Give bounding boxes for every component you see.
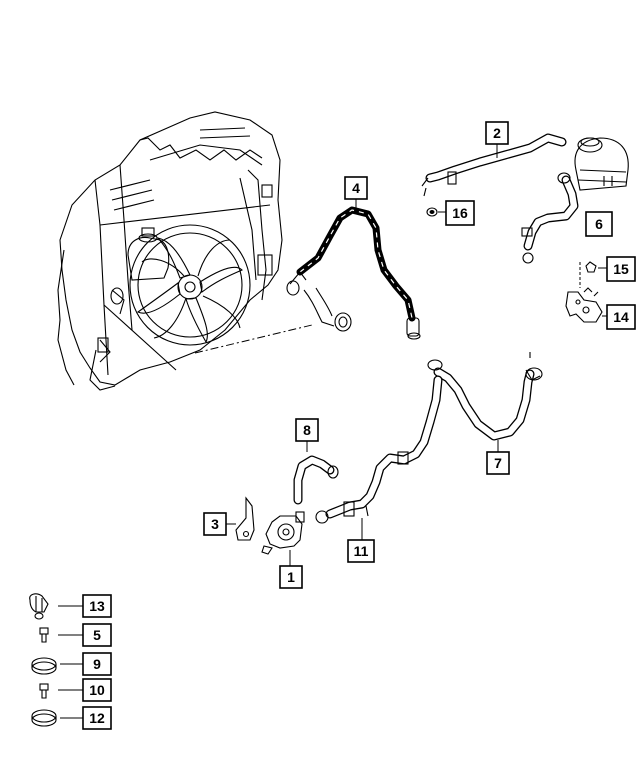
callout-1-label: 1	[287, 569, 295, 585]
callout-13[interactable]: 13	[82, 594, 112, 618]
callout-7-label: 7	[494, 455, 502, 471]
hose-8	[293, 455, 339, 505]
callout-9[interactable]: 9	[82, 652, 112, 676]
hose-2	[421, 133, 567, 197]
part-12-hose-clamp	[31, 709, 57, 727]
callout-1[interactable]: 1	[279, 565, 303, 589]
hose-6	[521, 172, 579, 264]
coolant-expansion-tank	[574, 137, 629, 191]
part-13-clamp	[29, 593, 49, 620]
part-9-hose-clamp	[31, 657, 57, 675]
part-10-bolt	[39, 683, 49, 699]
callout-3-label: 3	[211, 516, 219, 532]
callout-4-label: 4	[352, 180, 360, 196]
callout-10-label: 10	[89, 682, 105, 698]
part-3-bracket	[235, 496, 255, 541]
hose-4	[286, 206, 421, 340]
callout-5[interactable]: 5	[82, 623, 112, 647]
callout-10[interactable]: 10	[82, 678, 112, 702]
callout-11[interactable]: 11	[347, 539, 375, 563]
guide-line	[194, 324, 313, 354]
callout-11-label: 11	[354, 543, 369, 559]
callout-3[interactable]: 3	[203, 512, 227, 536]
callout-7[interactable]: 7	[486, 451, 510, 475]
callout-15-label: 15	[613, 261, 629, 277]
callout-9-label: 9	[93, 656, 101, 672]
part-16-clip	[426, 207, 438, 217]
part-14-bracket	[565, 287, 603, 323]
callout-16[interactable]: 16	[445, 200, 475, 226]
hose-11	[315, 375, 443, 524]
callout-14-label: 14	[613, 309, 629, 325]
callout-2-label: 2	[493, 125, 501, 141]
callout-6[interactable]: 6	[585, 211, 613, 237]
callout-8[interactable]: 8	[295, 418, 319, 442]
callout-12[interactable]: 12	[82, 706, 112, 730]
part-5-bolt	[39, 627, 49, 643]
radiator-fan-module	[57, 111, 283, 391]
part-15-bolt	[585, 261, 597, 273]
callout-8-label: 8	[303, 422, 311, 438]
callout-13-label: 13	[89, 598, 105, 614]
callout-6-label: 6	[595, 216, 603, 232]
callout-4[interactable]: 4	[344, 176, 368, 200]
callout-12-label: 12	[89, 710, 105, 726]
callout-2[interactable]: 2	[485, 121, 509, 145]
callout-16-label: 16	[452, 205, 468, 221]
callout-5-label: 5	[93, 627, 101, 643]
hose-7	[427, 352, 543, 441]
callout-14[interactable]: 14	[606, 304, 636, 330]
callout-15[interactable]: 15	[606, 256, 636, 282]
part-1-pump	[261, 511, 305, 555]
